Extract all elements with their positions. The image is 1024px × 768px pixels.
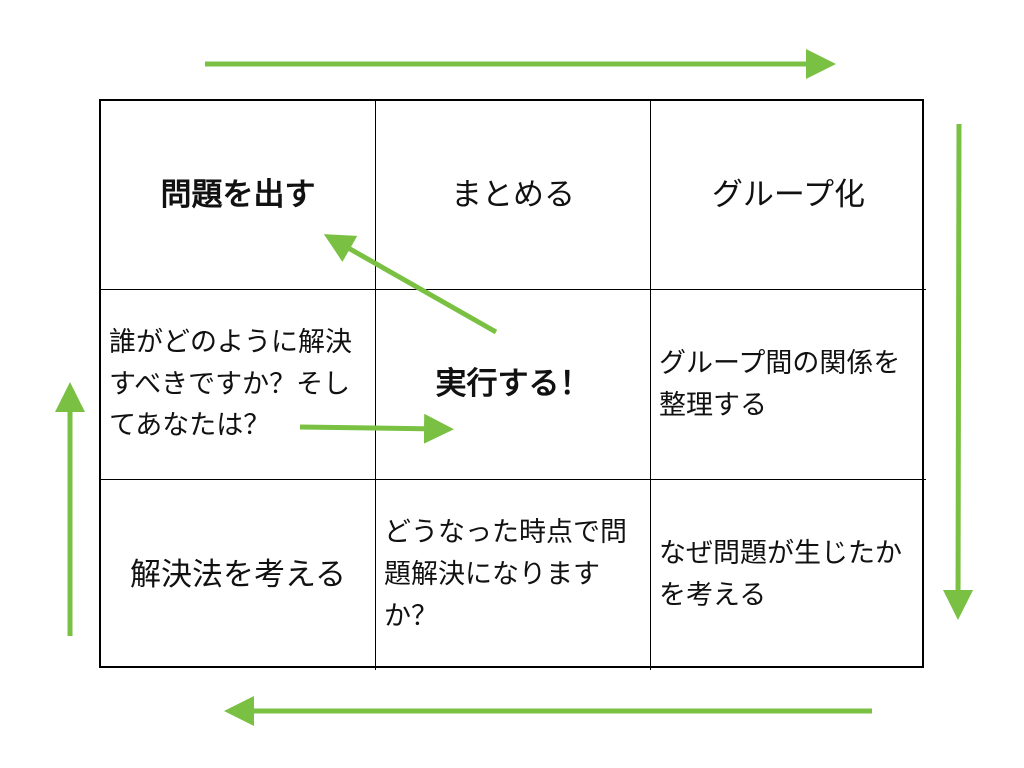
cell-summarize: まとめる — [376, 101, 651, 290]
cell-when-solved: どうなった時点で問題解決になりますか？ — [376, 480, 651, 670]
cell-execute: 実行する！ — [376, 290, 651, 480]
cell-grouping: グループ化 — [651, 101, 926, 290]
idea-matrix: 問題を出す まとめる グループ化 誰がどのように解決すべきですか？そしてあなたは… — [99, 99, 926, 670]
cell-think-solutions: 解決法を考える — [101, 480, 376, 670]
cell-pose-problem: 問題を出す — [101, 101, 376, 290]
cell-why-problem: なぜ問題が生じたかを考える — [659, 538, 902, 611]
right-arrow — [943, 123, 974, 620]
cell-who-solves: 誰がどのように解決すべきですか？そしてあなたは？ — [101, 290, 376, 480]
cell-organize-relations: グループ間の関係を整理する — [651, 290, 926, 480]
